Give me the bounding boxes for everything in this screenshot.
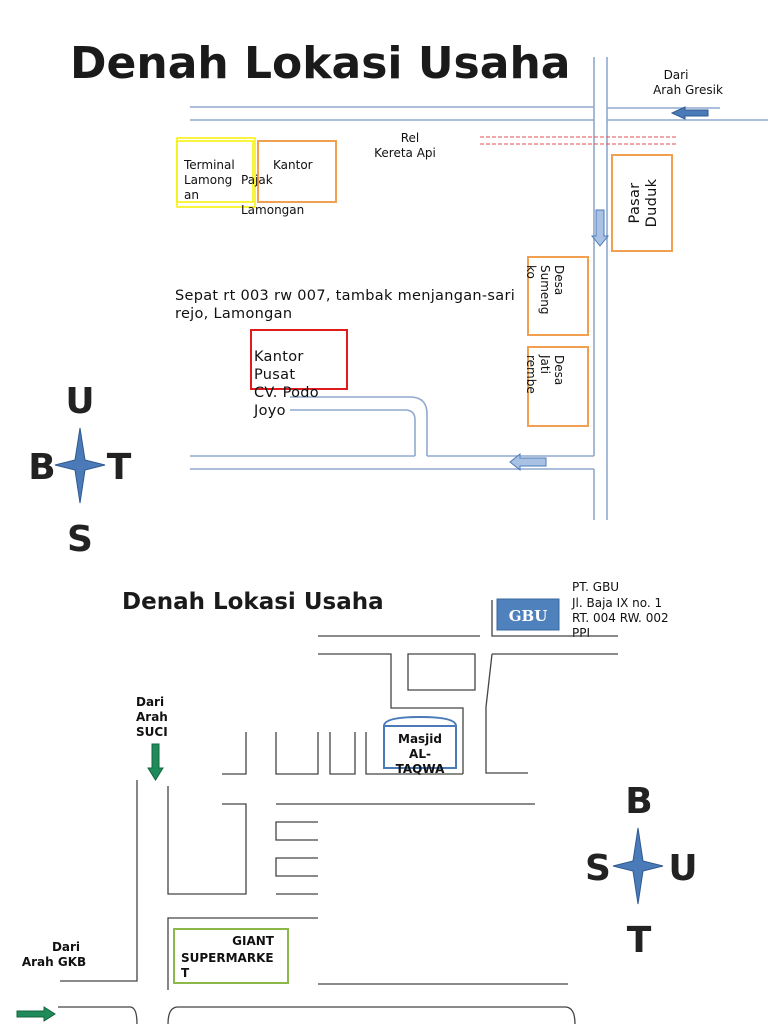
- from-gresik-label: Dari: [664, 68, 689, 82]
- village-jatirembe-label-group: Desa Jati rembe: [524, 354, 566, 394]
- streets: [58, 600, 618, 1024]
- from-gresik-label: Arah Gresik: [653, 83, 723, 97]
- village-label: Desa: [552, 355, 566, 385]
- head-office-label: Pusat: [254, 367, 295, 383]
- compass-1: U B T S: [28, 380, 133, 561]
- head-office-label: CV. Podo: [254, 385, 319, 401]
- tax-office-label: Lamongan: [241, 203, 304, 217]
- road-vertical: [593, 57, 608, 520]
- village-label: Desa: [552, 265, 566, 295]
- gbu-info: RT. 004 RW. 002: [572, 611, 669, 625]
- gbu-info: PT. GBU: [572, 580, 619, 594]
- village-label: Jati: [538, 354, 552, 374]
- gbu-logo: [496, 598, 560, 631]
- market-label-group: Pasar Duduk: [627, 178, 660, 227]
- head-office-label: Kantor: [254, 349, 304, 365]
- railway-label: Rel: [401, 131, 420, 145]
- compass-south: T: [627, 920, 652, 961]
- supermarket-label: T: [181, 966, 190, 980]
- terminal-label: Terminal: [183, 158, 235, 172]
- tax-office-label: Pajak: [241, 173, 273, 187]
- from-suci-label: Arah: [136, 710, 168, 724]
- map1-title: Denah Lokasi Usaha: [70, 38, 570, 89]
- compass-south: S: [67, 519, 93, 560]
- compass-star-icon: [54, 427, 106, 504]
- mosque-icon: [383, 715, 457, 769]
- arrow-left-icon: [670, 106, 709, 120]
- head-office-label: Joyo: [253, 403, 286, 419]
- road-to-office: [290, 396, 428, 456]
- road-top: [190, 106, 768, 121]
- market-label: Pasar: [627, 183, 643, 224]
- terminal-label: Lamong: [184, 173, 232, 187]
- road-bottom: [190, 455, 594, 470]
- map-2: Denah Lokasi Usaha GBU PT. GBU Jl. Baja …: [16, 580, 698, 1024]
- arrow-down-icon: [147, 743, 164, 781]
- compass-north: U: [65, 381, 94, 422]
- gbu-info: Jl. Baja IX no. 1: [571, 596, 662, 610]
- roads: [190, 57, 768, 520]
- gbu-info: PPI: [572, 626, 590, 640]
- supermarket-label: SUPERMARKE: [181, 951, 274, 965]
- head-office-box: [250, 329, 348, 390]
- village-label: rembe: [524, 355, 538, 394]
- mosque-label: TAQWA: [396, 762, 445, 776]
- mosque-label: Masjid: [398, 732, 442, 746]
- railway-label: Kereta Api: [374, 146, 436, 160]
- compass-west: S: [585, 848, 611, 889]
- supermarket-box: [173, 928, 289, 984]
- compass-west: B: [28, 447, 55, 488]
- supermarket-label: GIANT: [232, 934, 275, 948]
- tax-office-label: Kantor: [273, 158, 313, 172]
- from-suci-label: SUCI: [136, 725, 168, 739]
- terminal-box-inner: [176, 140, 254, 203]
- railway-line: [480, 136, 678, 145]
- arrow-right-icon: [16, 1006, 56, 1022]
- from-suci-label: Dari: [136, 695, 164, 709]
- tax-office-box: [257, 140, 337, 203]
- village-label: ko: [524, 265, 538, 279]
- gbu-logo-text: GBU: [509, 607, 548, 625]
- address-text: rejo, Lamongan: [175, 306, 292, 322]
- mosque-label: AL-: [409, 747, 431, 761]
- address-text: Sepat rt 003 rw 007, tambak menjangan-sa…: [175, 288, 515, 304]
- compass-star-icon: [612, 827, 664, 905]
- terminal-label: an: [184, 188, 199, 202]
- map-1: Denah Lokasi Usaha Rel Kereta Api Dari A…: [28, 37, 768, 561]
- compass-east: T: [107, 447, 132, 488]
- map2-title: Denah Lokasi Usaha: [122, 589, 384, 615]
- from-gkb-label: Dari: [52, 940, 80, 954]
- market-label: Duduk: [644, 178, 660, 227]
- market-box: [611, 154, 673, 252]
- arrow-down-icon: [590, 209, 610, 247]
- arrow-left-icon: [509, 452, 547, 472]
- compass-north: B: [625, 781, 652, 822]
- village-sumengko-box: [527, 256, 589, 336]
- village-jatirembe-box: [527, 346, 589, 427]
- from-gkb-label: Arah GKB: [22, 955, 86, 969]
- compass-east: U: [668, 848, 697, 889]
- village-label: Sumeng: [538, 265, 552, 315]
- compass-2: B S U T: [584, 780, 698, 962]
- village-sumengko-label-group: Desa Sumeng ko: [524, 265, 566, 315]
